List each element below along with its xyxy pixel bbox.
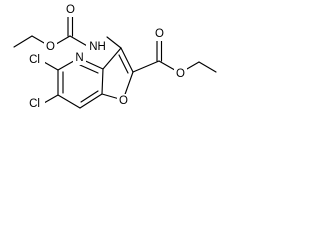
bond-c3-c3a: [102, 47, 122, 70]
atom-o-furan: O: [119, 95, 128, 107]
label-masks: [24, 3, 187, 111]
bond-c5-cl: [43, 61, 59, 71]
atom-labels: O O NH N O O O Cl Cl: [29, 4, 185, 110]
bond-c7-c7a-b: [80, 90, 99, 103]
bond-c-nh: [69, 35, 90, 48]
atom-nh: NH: [89, 41, 106, 53]
bond-c7-c7a-a: [79, 93, 103, 109]
bond-ch3-ch2-carbamate: [13, 35, 33, 48]
bond-c2-cester: [132, 60, 160, 73]
bond-ch2-ch3-ester: [198, 61, 217, 73]
bond-c3-c2-inner: [118, 54, 129, 74]
atom-o-carbonyl-carbamate: O: [66, 4, 75, 16]
atom-o-ether-ester: O: [176, 68, 185, 80]
atom-o-carbonyl-ester: O: [155, 28, 164, 40]
atom-o-ether-carbamate: O: [46, 41, 55, 53]
bond-nh-c3: [106, 36, 122, 49]
atom-cl-top: Cl: [29, 54, 40, 66]
bond-c7a-c3a: [101, 68, 104, 95]
bond-c3a-n4-inner: [79, 64, 99, 74]
bond-c6-cl: [43, 94, 59, 104]
atom-cl-bottom: Cl: [29, 98, 40, 110]
bond-c3-c2-single: [120, 47, 134, 73]
bond-c6-c7: [57, 94, 81, 109]
chemical-structure-diagram: O O NH N O O O Cl Cl: [13, 3, 217, 111]
atom-n-pyridine: N: [75, 52, 83, 64]
